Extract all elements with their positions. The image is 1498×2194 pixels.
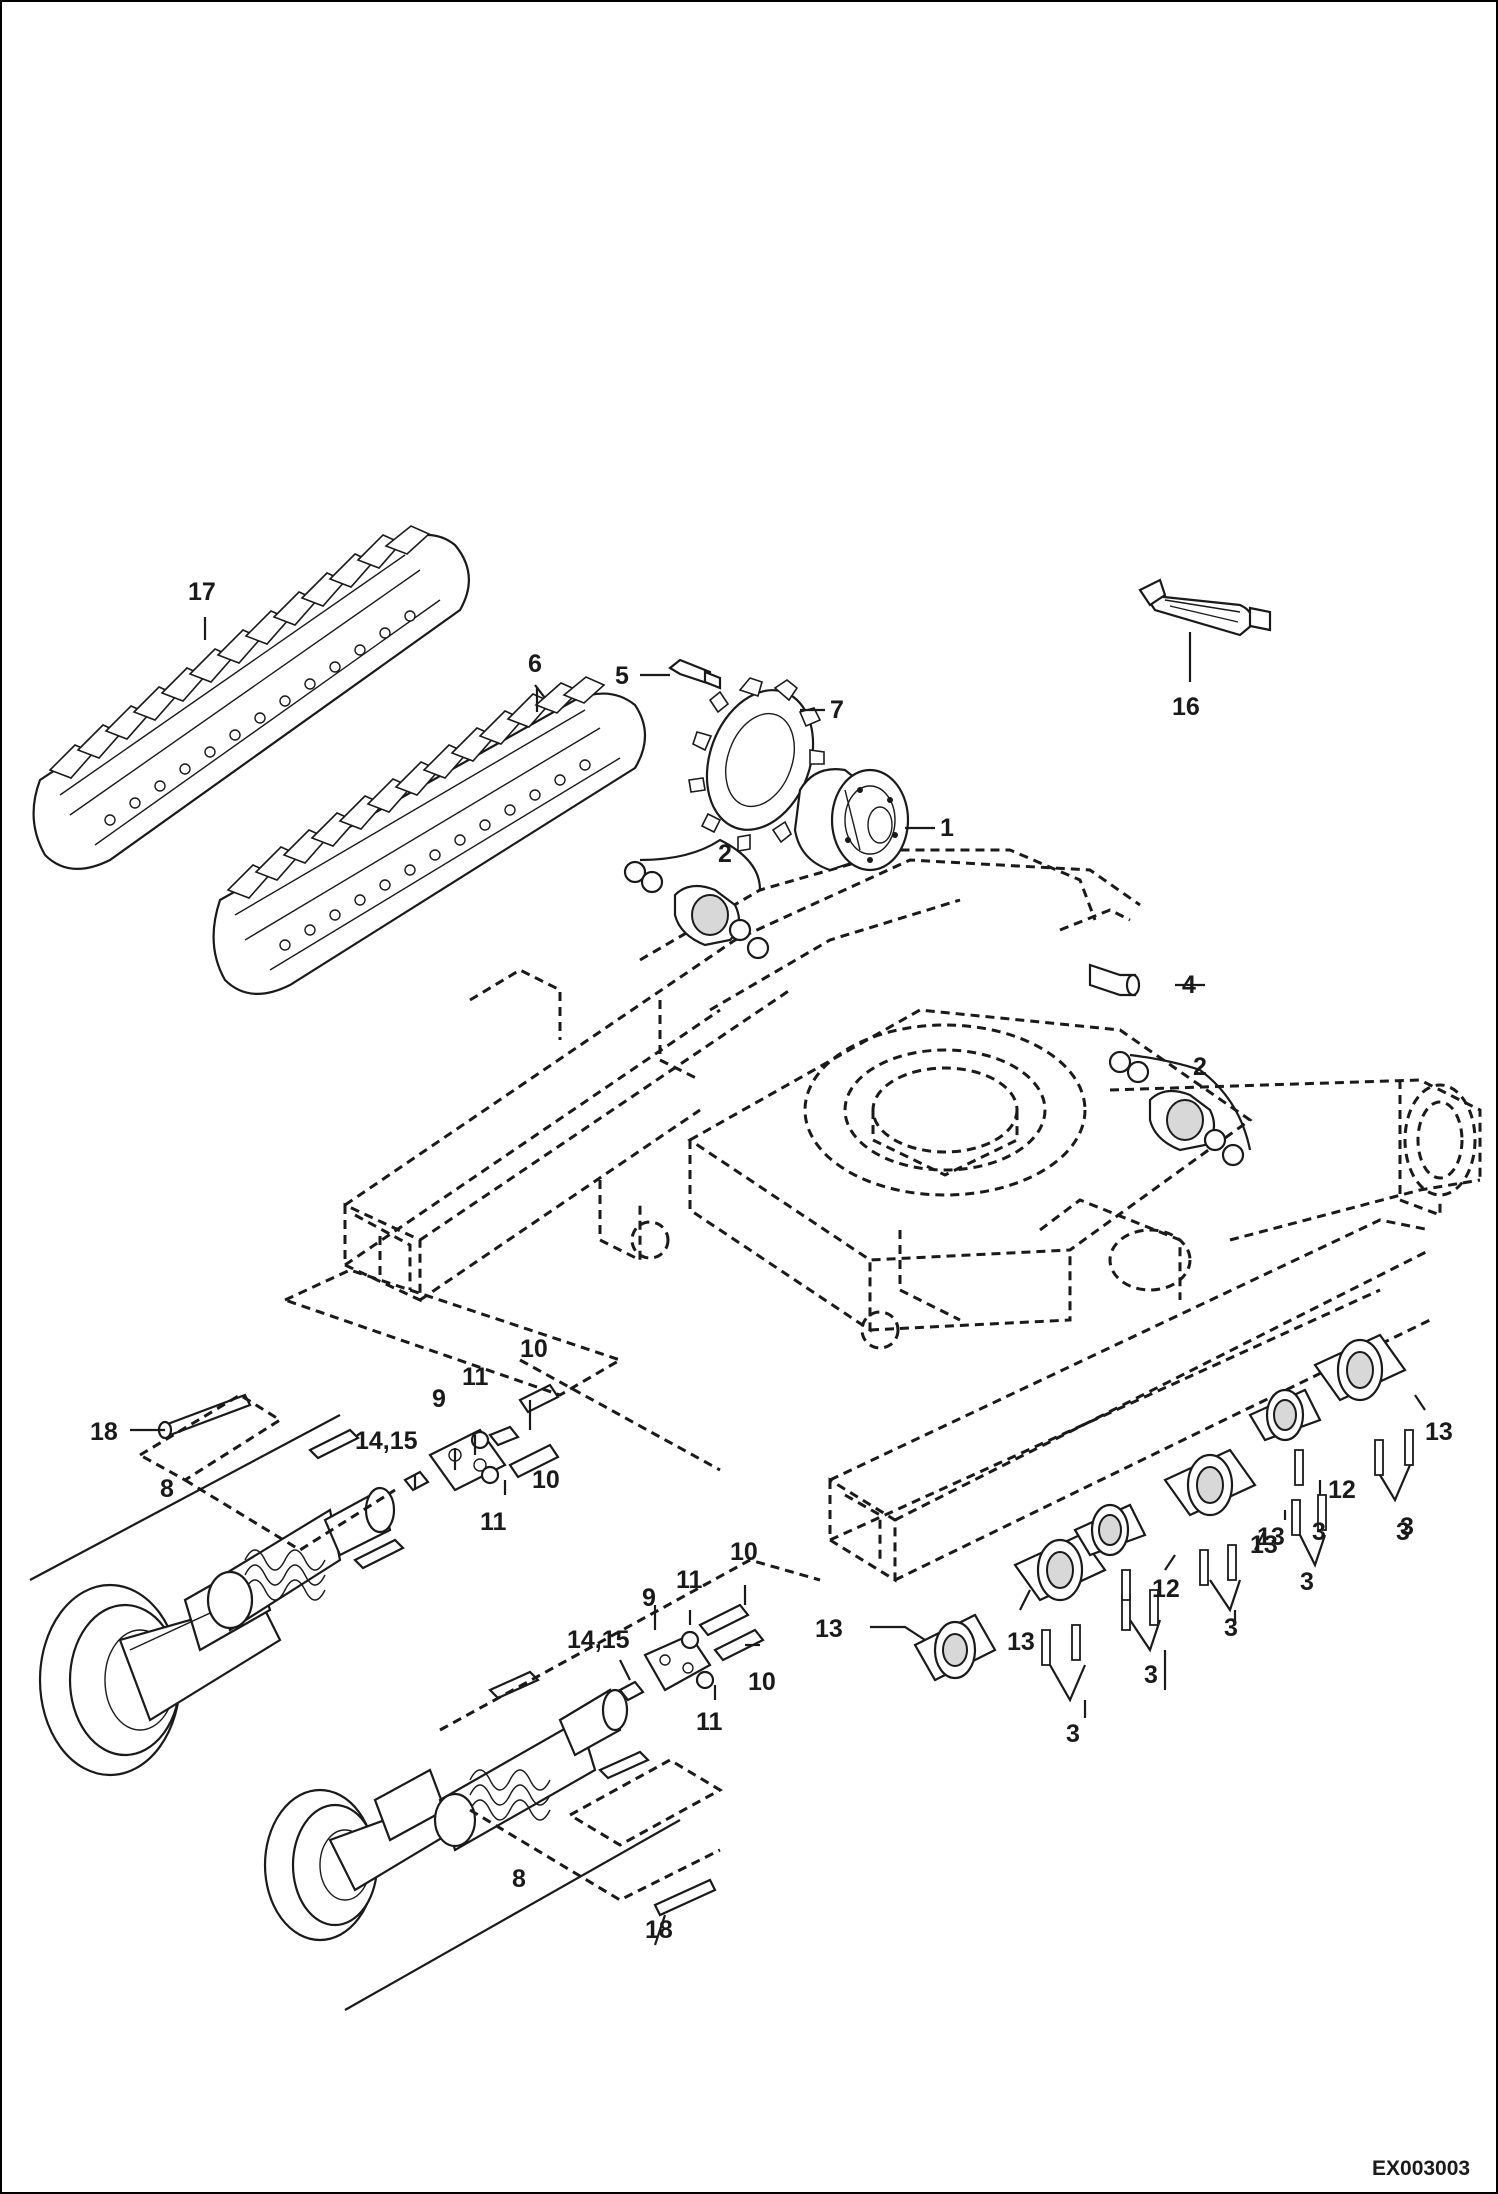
pin-drawing <box>1088 963 1141 997</box>
callout: 3 <box>1224 1614 1238 1642</box>
callout: 7 <box>830 696 844 724</box>
callout: 6 <box>528 650 542 678</box>
grease-tube-drawing <box>1138 578 1272 637</box>
callout: 16 <box>1172 693 1200 721</box>
callout: 9 <box>432 1385 446 1413</box>
callout: 13 <box>1007 1628 1035 1656</box>
callout: 8 <box>160 1475 174 1503</box>
callout: 3 <box>1300 1568 1314 1596</box>
callout: 13 <box>815 1615 843 1643</box>
callout: 5 <box>615 662 629 690</box>
frame-outline <box>280 1268 624 1397</box>
callout: 14,15 <box>567 1626 630 1654</box>
callout: 2 <box>1193 1053 1207 1081</box>
bolt-drawing <box>1041 1429 1414 1666</box>
leader-lines <box>130 617 1426 1946</box>
rubber-track-drawing <box>212 676 646 995</box>
sprocket-drawing <box>688 677 825 852</box>
callout: 13 <box>1250 1531 1278 1559</box>
idler-spring-drawing <box>206 1428 405 1632</box>
callout: 18 <box>645 1916 673 1944</box>
bracket-outline <box>137 1393 283 1482</box>
callout: 3 <box>1400 1513 1414 1541</box>
plate-drawing <box>403 1383 560 1492</box>
assembly-bracket-line <box>29 1414 341 1581</box>
callout: 10 <box>748 1668 776 1696</box>
callout: 2 <box>718 840 732 868</box>
drawing-code: EX003003 <box>1372 2157 1470 2180</box>
bracket-outline <box>469 1808 721 1902</box>
frame-outline <box>439 1558 821 1732</box>
callout: 17 <box>188 578 216 606</box>
callout: 3 <box>1396 1518 1410 1546</box>
callout: 11 <box>480 1508 507 1536</box>
frame-outline <box>519 1358 721 1472</box>
track-roller-drawing <box>913 1333 1407 1682</box>
callout: 14,15 <box>355 1427 418 1455</box>
undercarriage-frame-drawing <box>343 848 1482 1583</box>
callout: 12 <box>1328 1476 1356 1504</box>
idler-wheel-drawing <box>263 1768 457 1942</box>
plate-drawing <box>618 1603 765 1702</box>
callout: 10 <box>520 1335 548 1363</box>
pin-drawing <box>653 1878 717 1917</box>
callout: 11 <box>676 1566 703 1594</box>
callout: 9 <box>642 1584 656 1612</box>
callout: 3 <box>1066 1720 1080 1748</box>
idler-spring-drawing <box>433 1670 650 1852</box>
callout: 8 <box>512 1865 526 1893</box>
callout: 13 <box>1257 1523 1285 1551</box>
callout: 10 <box>730 1538 758 1566</box>
bolt-drawing <box>668 658 722 690</box>
rubber-track-drawing <box>32 525 470 870</box>
callout: 3 <box>1312 1518 1326 1546</box>
callout: 4 <box>1182 971 1196 999</box>
callout: 11 <box>462 1363 489 1391</box>
assembly-bracket-line <box>344 1819 681 2011</box>
callout: 13 <box>1425 1418 1453 1446</box>
track-roller-drawing <box>623 860 1245 1167</box>
callout: 1 <box>940 814 954 842</box>
callout: 3 <box>1144 1661 1158 1689</box>
travel-motor-drawing <box>793 768 910 872</box>
callout: 10 <box>532 1466 560 1494</box>
bracket-outline <box>566 1758 724 1847</box>
callout: 12 <box>1152 1575 1180 1603</box>
callout: 18 <box>90 1418 118 1446</box>
callout: 11 <box>696 1708 723 1736</box>
callout-labels: 17 6 5 7 1 2 4 16 2 10 11 9 18 14,15 11 … <box>90 578 1453 1944</box>
